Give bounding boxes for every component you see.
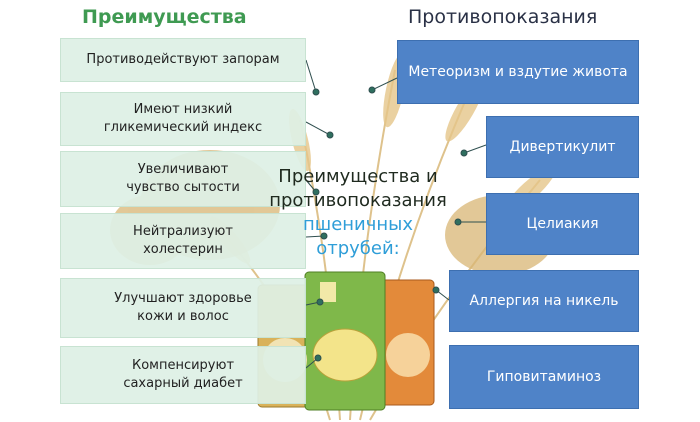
center-title: Преимущества и противопоказания пшеничны… [238, 165, 478, 261]
contra-text: Метеоризм и вздутие живота [408, 64, 628, 80]
benefit-text: холестерин [143, 242, 223, 257]
benefit-constipation: Противодействуют запорам [60, 38, 306, 82]
benefit-text: Компенсируют [131, 358, 235, 373]
contraindications-heading: Противопоказания [408, 6, 598, 28]
benefit-text: кожи и волос [137, 309, 229, 324]
benefit-text: Нейтрализуют [133, 224, 233, 239]
benefits-heading: Преимущества [82, 6, 247, 28]
center-title-line: противопоказания [269, 190, 447, 211]
contra-text: Аллергия на никель [469, 293, 619, 309]
center-title-line: Преимущества и [278, 166, 438, 187]
benefit-skin-hair: Улучшают здоровье кожи и волос [60, 278, 306, 338]
benefit-satiety: Увеличивают чувство сытости [60, 151, 306, 207]
contra-text: Гиповитаминоз [486, 369, 602, 385]
contra-text: Целиакия [526, 216, 599, 232]
benefit-text: чувство сытости [126, 180, 240, 195]
benefit-text: гликемический индекс [103, 120, 263, 135]
benefit-diabetes: Компенсируют сахарный диабет [60, 346, 306, 404]
benefit-text: Увеличивают [137, 162, 229, 177]
contra-flatulence: Метеоризм и вздутие живота [397, 40, 639, 104]
benefit-text: Имеют низкий [133, 102, 233, 117]
benefit-glycemic-index: Имеют низкий гликемический индекс [60, 92, 306, 146]
center-title-accent: пшеничных [302, 214, 414, 235]
benefit-text: Улучшают здоровье [114, 291, 252, 306]
benefit-text: Противодействуют запорам [86, 52, 280, 67]
contra-nickel-allergy: Аллергия на никель [449, 270, 639, 332]
contra-celiac: Целиакия [486, 193, 639, 255]
benefit-cholesterol: Нейтрализуют холестерин [60, 213, 306, 269]
benefit-text: сахарный диабет [123, 376, 243, 391]
contra-diverticulitis: Дивертикулит [486, 116, 639, 178]
center-title-accent: отрубей: [316, 238, 400, 259]
contra-hypovitaminosis: Гиповитаминоз [449, 345, 639, 409]
contra-text: Дивертикулит [509, 139, 616, 155]
